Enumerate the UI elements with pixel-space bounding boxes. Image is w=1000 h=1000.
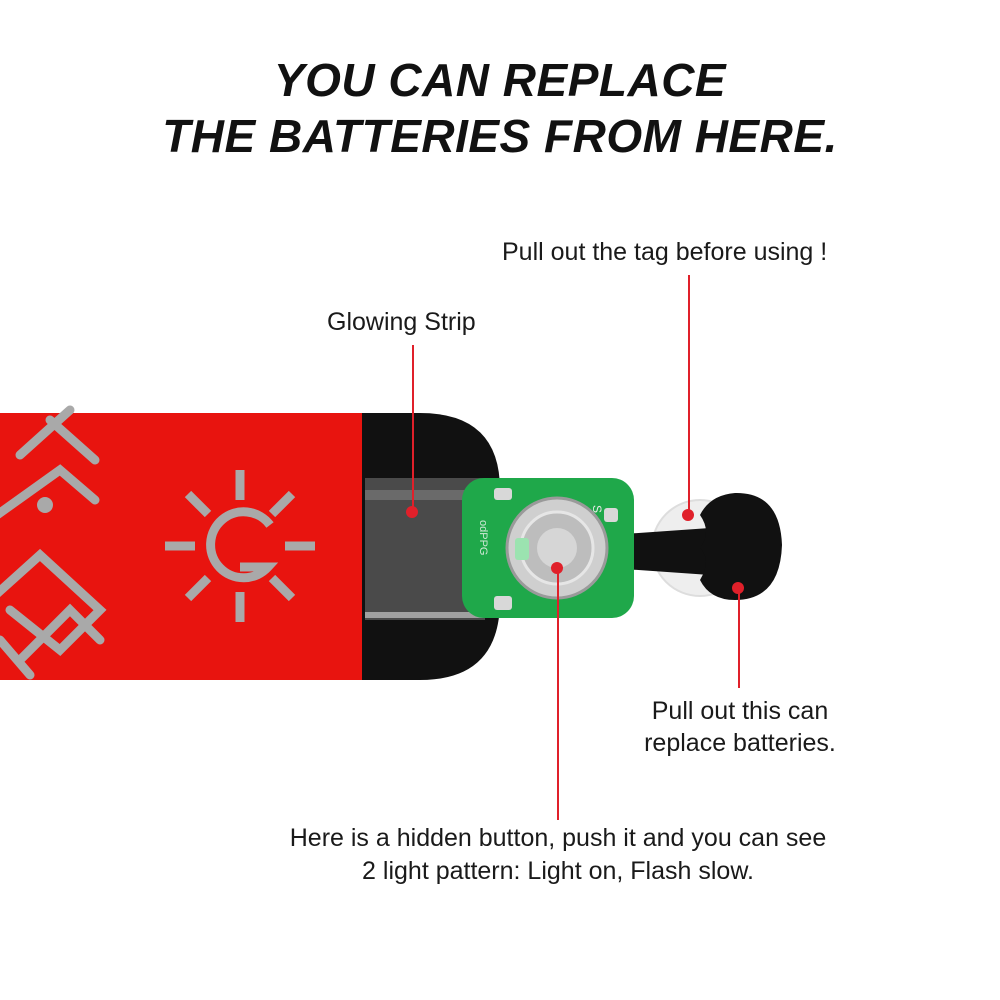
pocket-highlight (365, 490, 485, 500)
tag-callout-label: Pull out the tag before using ! (502, 238, 828, 266)
tab-strap (610, 528, 710, 575)
pull-callout-line-2: replace batteries. (644, 729, 836, 757)
strip-callout-line (412, 345, 414, 512)
pull-callout-line-1: Pull out this can (651, 697, 829, 725)
tag-callout-line (688, 275, 690, 515)
pull-callout-line (738, 588, 740, 688)
hidden-button[interactable] (537, 528, 577, 568)
button-callout-line (557, 568, 559, 820)
pocket-edge (365, 612, 485, 618)
button-callout-dot (551, 562, 563, 574)
button-callout-line-1: Here is a hidden button, push it and you… (289, 824, 827, 852)
pcb-silkscreen: odPPG (477, 520, 489, 555)
strip-callout-label: Glowing Strip (327, 308, 476, 336)
pcb-pad-bottom (494, 596, 512, 610)
reflective-pattern (0, 405, 107, 680)
title-line-1: YOU CAN REPLACE (273, 54, 727, 106)
page-title: YOU CAN REPLACE THE BATTERIES FROM HERE. (0, 52, 1000, 164)
pull-callout-label: Pull out this can replace batteries. (600, 695, 880, 759)
battery-pull-tab[interactable] (700, 492, 782, 600)
sun-icon (165, 470, 315, 622)
pull-callout-dot (732, 582, 744, 594)
strip-callout-dot (406, 506, 418, 518)
button-callout-line-2: 2 light pattern: Light on, Flash slow. (362, 857, 754, 885)
title-line-2: THE BATTERIES FROM HERE. (162, 110, 838, 162)
button-callout-label: Here is a hidden button, push it and you… (200, 822, 916, 888)
pcb-pad-right (604, 508, 618, 522)
tag-callout-dot (682, 509, 694, 521)
led-light (515, 538, 529, 560)
pcb-pad-left (494, 488, 512, 500)
pcb-pad-letter: S (590, 505, 604, 513)
